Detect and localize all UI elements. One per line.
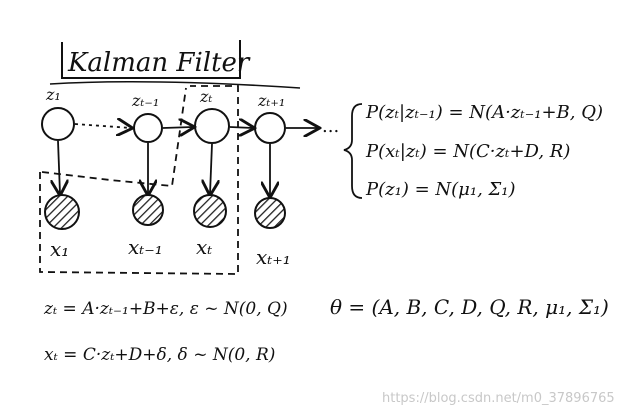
observed-label-x1: x₁	[50, 237, 69, 261]
latent-label-zt-minus-1: zₜ₋₁	[131, 91, 159, 110]
equation-emission: P(xₜ|zₜ) = N(C·zₜ+D, R)	[365, 141, 570, 162]
arrow-z1-to-zt-minus-1	[74, 124, 131, 128]
latent-node-zt	[194, 108, 230, 144]
observed-label-xt-plus-1: xₜ₊₁	[256, 245, 291, 269]
latent-label-zt-plus-1: zₜ₊₁	[257, 91, 285, 110]
watermark: https://blog.csdn.net/m0_37896765	[382, 391, 615, 406]
diagram-title: Kalman Filter	[67, 48, 251, 78]
observed-node-xt-minus-1	[132, 194, 164, 226]
observed-label-xt: xₜ	[196, 235, 212, 259]
latent-label-zt: zₜ	[199, 87, 212, 106]
equation-initial: P(z₁) = N(μ₁, Σ₁)	[365, 179, 515, 200]
arrow-zt-to-xt	[210, 143, 212, 194]
title-box: Kalman Filter	[49, 40, 301, 89]
theta-parameters: θ = (A, B, C, D, Q, R, μ₁, Σ₁)	[330, 295, 609, 319]
arrow-zt-to-zt-plus-1	[229, 127, 253, 128]
equation-transition: P(zₜ|zₜ₋₁) = N(A·zₜ₋₁+B, Q)	[365, 102, 603, 123]
equation-state-model: zₜ = A·zₜ₋₁+B+ε, ε ~ N(0, Q)	[43, 299, 288, 319]
observed-node-xt	[193, 194, 227, 228]
equation-observation-model: xₜ = C·zₜ+D+δ, δ ~ N(0, R)	[44, 345, 275, 365]
latent-label-z1: z₁	[45, 85, 61, 104]
latent-node-zt-plus-1	[254, 112, 286, 144]
dashed-box-large	[39, 85, 239, 275]
arrow-z1-to-x1	[58, 140, 60, 194]
observed-node-x1	[44, 194, 80, 230]
equation-brace	[343, 103, 363, 199]
observed-node-xt-plus-1	[254, 197, 286, 229]
ellipsis: ...	[322, 116, 339, 137]
latent-node-z1	[41, 107, 75, 141]
arrow-zt-minus-1-to-zt	[162, 127, 193, 128]
latent-node-zt-minus-1	[133, 113, 163, 143]
observed-label-xt-minus-1: xₜ₋₁	[128, 235, 163, 259]
